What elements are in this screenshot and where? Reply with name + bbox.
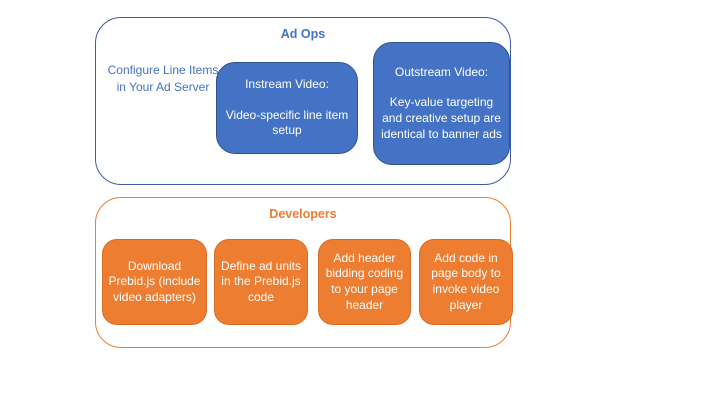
outstream-video-box: Outstream Video: Key-value targeting and… (373, 42, 510, 165)
developers-step-download-prebid: Download Prebid.js (include video adapte… (102, 239, 207, 325)
instream-video-body: Video-specific line item setup (225, 107, 349, 138)
developers-step-add-header-bidding: Add header bidding coding to your page h… (318, 239, 411, 325)
ad-ops-title: Ad Ops (280, 27, 326, 41)
developers-step-add-page-body-code: Add code in page body to invoke video pl… (419, 239, 513, 325)
outstream-video-body: Key-value targeting and creative setup a… (381, 95, 502, 141)
developers-group: Developers Download Prebid.js (include v… (95, 197, 513, 348)
instream-video-heading: Instream Video: (245, 77, 329, 92)
developers-step-define-ad-units: Define ad units in the Prebid.js code (214, 239, 308, 325)
developers-title: Developers (269, 207, 337, 221)
instream-video-box: Instream Video: Video-specific line item… (216, 62, 358, 154)
outstream-video-heading: Outstream Video: (394, 64, 489, 79)
ad-ops-group: Ad Ops Configure Line Items in Your Ad S… (95, 17, 511, 185)
ad-ops-side-note: Configure Line Items in Your Ad Server (107, 63, 219, 94)
